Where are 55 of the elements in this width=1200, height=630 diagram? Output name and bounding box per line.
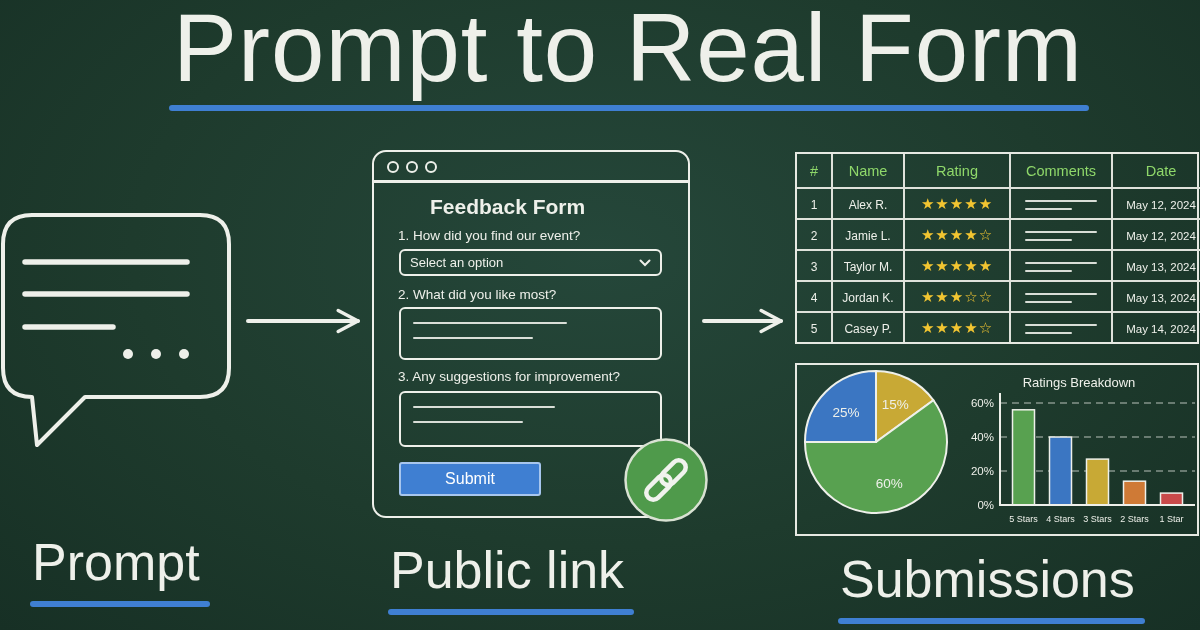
category-label: 2 Stars (1120, 514, 1149, 524)
column-header: Date (1145, 162, 1177, 179)
column-header: # (809, 162, 819, 179)
date-text: May 14, 2024 (1126, 322, 1196, 335)
arrow (246, 308, 360, 334)
row-number: 3 (810, 259, 818, 274)
date-text: May 12, 2024 (1126, 229, 1196, 242)
category-label: 4 Stars (1046, 514, 1075, 524)
category-label: 5 Stars (1009, 514, 1038, 524)
column-header: Comments (1025, 162, 1097, 179)
caption: Public link (390, 541, 625, 601)
arrow (702, 308, 783, 334)
speech-bubble (0, 212, 234, 448)
date-text: May 12, 2024 (1126, 198, 1196, 211)
column-header: Name (848, 162, 888, 179)
caption: Prompt (32, 533, 200, 593)
data-label: 15% (881, 397, 909, 413)
person-name: Casey P. (844, 321, 892, 336)
caption: Submissions (840, 550, 1135, 610)
person-name: Jamie L. (845, 228, 891, 243)
category-label: 3 Stars (1083, 514, 1112, 524)
title: Prompt to Real Form (173, 0, 1083, 101)
text-area (399, 391, 662, 447)
question-label: 2. What did you like most? (398, 287, 557, 304)
tick-label: 60% (970, 397, 994, 409)
tick-label: 20% (970, 465, 994, 477)
tick-label: 0% (977, 499, 994, 511)
text-area (399, 307, 662, 360)
row-number: 4 (810, 290, 818, 305)
data-table (795, 152, 1199, 344)
chart-title: Ratings Breakdown (1022, 375, 1136, 390)
star-rating: ★★★★☆ (920, 225, 994, 244)
star-rating: ★★★★☆ (920, 318, 994, 337)
column-header: Rating (936, 162, 978, 179)
star-rating: ★★★☆☆ (920, 287, 994, 306)
date-text: May 13, 2024 (1126, 260, 1196, 273)
row-number: 1 (810, 197, 818, 212)
tick-label: 40% (970, 431, 994, 443)
browser-window (372, 150, 690, 518)
data-label: 60% (875, 475, 903, 491)
row-number: 5 (810, 321, 818, 336)
person-name: Alex R. (848, 197, 888, 212)
date-text: May 13, 2024 (1126, 291, 1196, 304)
question-label: 3. Any suggestions for improvement? (398, 369, 621, 386)
dropdown: Select an option (399, 249, 662, 276)
star-rating: ★★★★★ (920, 194, 994, 213)
question-label: 1. How did you find our event? (398, 228, 581, 245)
star-rating: ★★★★★ (920, 256, 994, 275)
person-name: Taylor M. (843, 259, 893, 274)
form-title: Feedback Form (430, 194, 586, 220)
category-label: 1 Star (1159, 514, 1184, 524)
data-label: 25% (832, 404, 860, 420)
row-number: 2 (810, 228, 818, 243)
submit-button: Submit (399, 462, 541, 496)
person-name: Jordan K. (842, 290, 894, 305)
